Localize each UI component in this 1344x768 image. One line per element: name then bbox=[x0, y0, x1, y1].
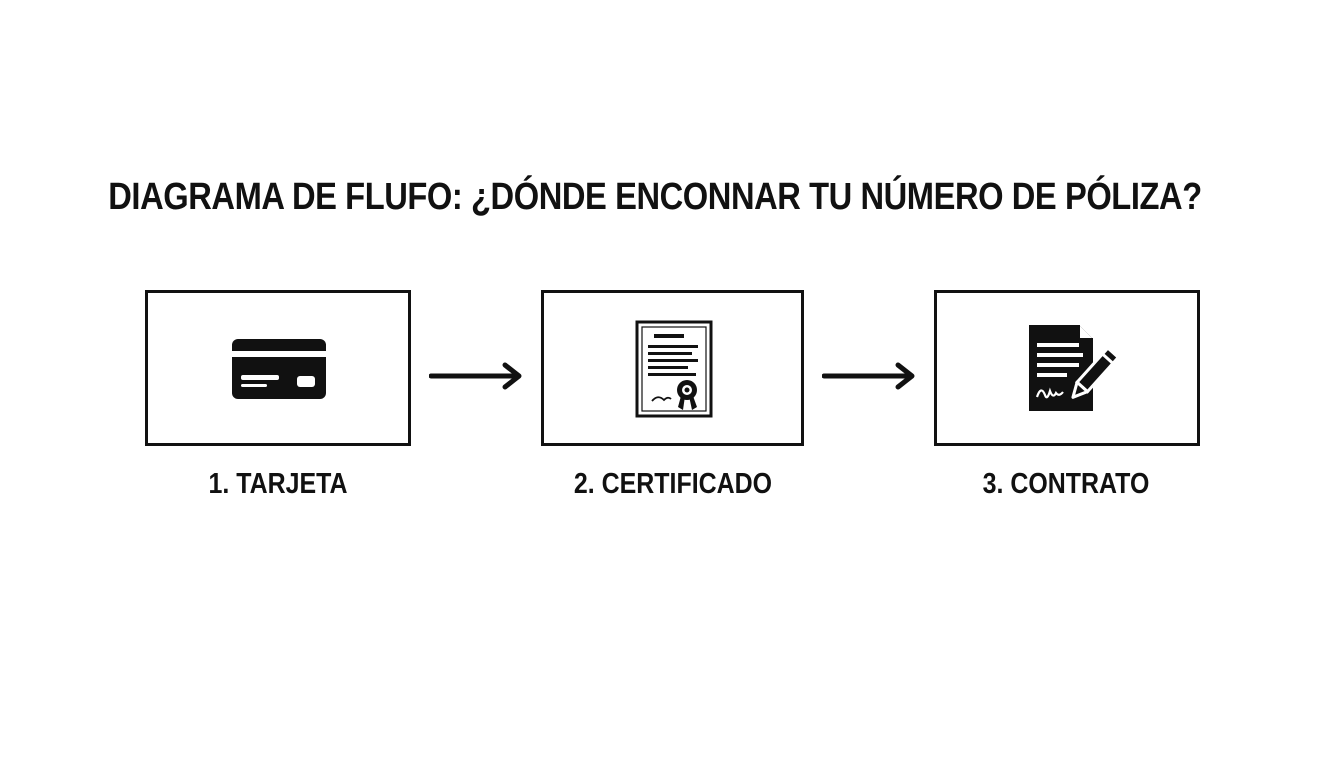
step-box-tarjeta bbox=[145, 290, 411, 446]
credit-card-icon bbox=[231, 338, 327, 400]
step-box-contrato bbox=[934, 290, 1200, 446]
step-box-certificado bbox=[541, 290, 804, 446]
step-label-certificado: 2. CERTIFICADO bbox=[573, 468, 773, 500]
certificate-icon bbox=[634, 320, 714, 420]
flow-arrow-2 bbox=[821, 360, 918, 397]
signed-contract-icon bbox=[1025, 323, 1117, 415]
step-label-contrato: 3. CONTRATO bbox=[982, 468, 1150, 500]
flow-arrow-1 bbox=[428, 360, 525, 397]
diagram-title: DIAGRAMA DE FLUFO: ¿DÓNDE ENCONNAR TU NÚ… bbox=[108, 176, 1202, 218]
step-label-tarjeta: 1. TARJETA bbox=[208, 468, 348, 500]
